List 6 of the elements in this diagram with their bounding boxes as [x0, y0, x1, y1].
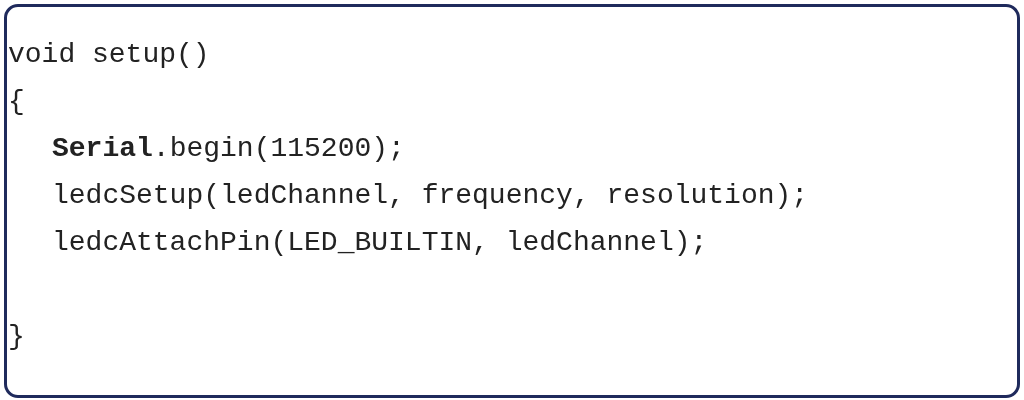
code-line: ledcAttachPin(LED_BUILTIN, ledChannel);: [52, 226, 708, 260]
code-line: }: [8, 320, 25, 354]
code-line: ledcSetup(ledChannel, frequency, resolution);: [52, 179, 809, 213]
code-line: Serial.begin(115200);: [52, 132, 405, 166]
code-line: void setup(): [8, 38, 210, 72]
code-line: {: [8, 85, 25, 119]
